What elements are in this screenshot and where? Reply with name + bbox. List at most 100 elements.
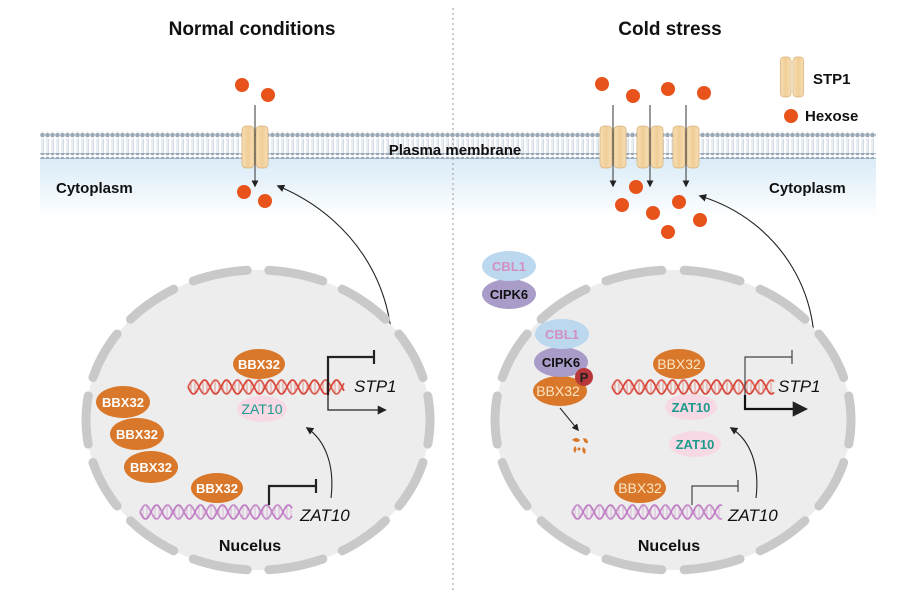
stp1-dna-helix [187,379,345,395]
zat10-dna-helix [571,504,723,520]
legend-hexose-icon [784,109,798,123]
right-cytoplasm-label: Cytoplasm [769,180,846,197]
nuclear-envelope-segment [755,516,810,556]
nuclear-envelope-segment [601,554,667,575]
nuclear-envelope-segment [188,554,252,575]
zat10-protein: ZAT10 [665,394,717,420]
cbl1-cipk6-bbx32-complex: CBL1 CIPK6 BBX32 P [533,319,593,454]
nuclear-envelope-segment [844,391,856,449]
degraded-bbx32-icon [572,438,588,454]
cipk6-protein [534,347,588,377]
bbx32-protein: BBX32 [653,349,705,379]
stp1-dna-helix [611,379,775,395]
nuclear-envelope-segment [337,284,390,324]
left-cytoplasm-label: Cytoplasm [56,180,133,197]
svg-text:BBX32: BBX32 [130,460,172,475]
zat10-expression-arrow [729,427,758,499]
nuclear-envelope-segment [814,329,849,382]
repression-bar [744,350,793,395]
svg-text:BBX32: BBX32 [657,356,701,372]
stp1-gene-label: STP1 [778,377,821,396]
nuclear-envelope-segment [536,516,591,556]
cipk6-label: CIPK6 [490,287,528,302]
hexose-molecule [661,82,675,96]
right-stp1-gene-locus: BBX32 ZAT10 STP1 [611,349,821,420]
bbx32-protein: BBX32 [96,386,150,418]
right-zat10-gene-locus: BBX32 ZAT10 [571,427,778,525]
nuclear-envelope-segment [126,284,179,324]
phosphate-group [575,368,593,386]
nuclear-envelope-segment [814,458,849,511]
cytoplasm-region [40,158,876,218]
left-zat10-gene-locus: BBX32 ZAT10 [139,427,350,525]
degradation-arrow [559,407,579,432]
nuclear-envelope-segment [423,391,435,449]
cbl1-label: CBL1 [545,327,579,342]
nuclear-envelope-segment [188,265,252,286]
hexose-molecule [258,194,272,208]
zat10-dna-helix [139,504,293,520]
nuclear-envelope-segment [394,329,428,382]
nuclear-envelope-segment [126,516,179,556]
nuclear-envelope-segment [490,391,502,449]
nucleus-label: Nucelus [219,538,281,555]
zat10-gene-label: ZAT10 [299,506,350,525]
hexose-molecule [672,195,686,209]
svg-text:ZAT10: ZAT10 [672,400,711,415]
cbl1-protein [535,319,589,349]
hexose-molecule [235,78,249,92]
svg-text:BBX32: BBX32 [102,395,144,410]
phosphate-label: P [580,370,589,385]
hexose-molecule [646,206,660,220]
bbx32-protein: BBX32 [233,349,285,379]
nuclear-envelope-segment [601,265,667,286]
nuclear-envelope-segment [536,284,591,324]
nuclear-envelope-segment [394,458,428,511]
hexose-molecule [661,225,675,239]
repression-bar [691,480,739,505]
hexose-molecule [693,213,707,227]
right-nucleus: Nucelus [490,265,856,575]
hexose-molecule [629,180,643,194]
legend-stp1-label: STP1 [813,71,851,88]
svg-text:ZAT10: ZAT10 [676,437,715,452]
stp1-gene-label: STP1 [354,377,397,396]
repression-bar [267,479,318,505]
nuclear-envelope-segment [88,458,122,511]
hexose-molecule [697,86,711,100]
nuclear-envelope-segment [679,554,745,575]
nuclear-envelope-segment [755,284,810,324]
svg-text:BBX32: BBX32 [116,427,158,442]
nuclear-envelope [81,265,435,575]
activation-arrow [743,395,809,417]
zat10-protein: ZAT10 [237,396,287,422]
svg-text:BBX32: BBX32 [618,480,662,496]
nucleus-label: Nucelus [638,538,700,555]
nuclear-envelope-segment [264,554,328,575]
cbl1-cipk6-complex-cytoplasm: CBL1 CIPK6 [482,251,536,309]
left-stp1-gene-locus: BBX32 ZAT10 STP1 [187,349,397,422]
repression-bar [326,350,376,395]
bbx32-protein [533,376,587,406]
cipk6-label: CIPK6 [542,355,580,370]
activation-arrow [327,395,387,415]
nuclear-envelope-segment [337,516,390,556]
hexose-molecule [261,88,275,102]
svg-text:ZAT10: ZAT10 [242,401,283,417]
svg-text:BBX32: BBX32 [238,357,280,372]
hexose-molecule [615,198,629,212]
svg-text:BBX32: BBX32 [196,481,238,496]
nuclear-envelope-segment [497,458,532,511]
cipk6-protein [482,279,536,309]
bbx32-label: BBX32 [536,383,580,399]
legend: STP1 Hexose [779,56,858,125]
nuclear-envelope-segment [81,391,93,449]
left-transporter-group [235,78,275,208]
left-panel-title: Normal conditions [169,19,336,40]
nuclear-envelope-segment [264,265,328,286]
right-transporter-group [595,77,711,239]
bbx32-protein: BBX32 [110,418,164,450]
zat10-gene-label: ZAT10 [727,506,778,525]
nuclear-envelope-segment [88,329,122,382]
